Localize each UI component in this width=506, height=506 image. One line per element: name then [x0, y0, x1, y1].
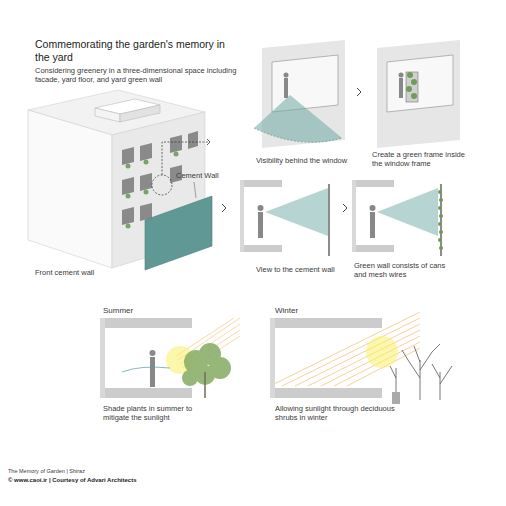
caption-label: Green wall consists of cans and mesh wir… [354, 261, 458, 279]
section-view [240, 180, 329, 256]
caption-label: Summer [103, 306, 163, 316]
winter-section [270, 312, 452, 404]
credit-note: © www.caoi.ir | Courtesy of Advari Archi… [8, 477, 228, 484]
caption-label: Winter [275, 306, 335, 316]
diagram-title: Commemorating the garden's memory in the… [35, 38, 240, 63]
caption-label: Create a green frame inside the window f… [372, 150, 472, 168]
summer-section [100, 318, 240, 398]
caption-label: Considering greenery in a three-dimensio… [35, 66, 245, 84]
building [28, 90, 212, 270]
window-panel [377, 40, 460, 148]
caption-label: Front cement wall [35, 268, 145, 277]
credit-note: The Memory of Garden | Shiraz [8, 468, 208, 475]
caption-label: Shade plants in summer to mitigate the s… [103, 404, 218, 422]
caption-label: View to the cement wall [256, 265, 351, 274]
caption-label: Visibility behind the window [256, 156, 366, 165]
window-panel [254, 40, 345, 148]
section-view [352, 180, 443, 256]
caption-label: Cement Wall [176, 171, 236, 180]
caption-label: Allowing sunlight through deciduous shru… [275, 404, 410, 422]
